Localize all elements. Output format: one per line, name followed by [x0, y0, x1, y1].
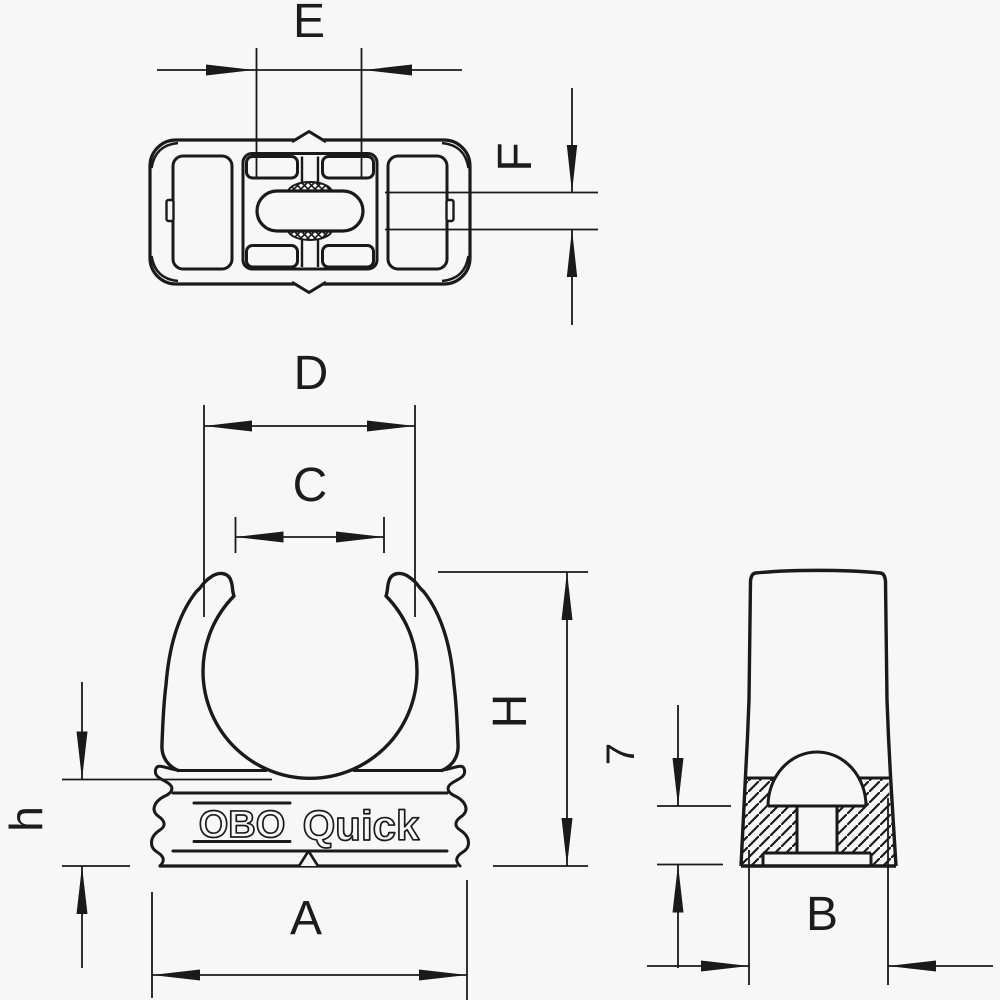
front-view: OBO Quick: [150, 571, 470, 868]
band-right-corrugation: [438, 764, 470, 868]
dim-label-seven: 7: [599, 742, 643, 766]
dimension-e: [157, 48, 462, 177]
dimension-d: [203, 405, 416, 617]
dimension-b: [647, 798, 993, 985]
dim-label-d: D: [293, 347, 329, 400]
dim-label-e: E: [292, 0, 325, 48]
dimension-h-base: [62, 682, 272, 968]
dim-label-h-base: h: [0, 806, 52, 832]
dimension-seven: [657, 705, 731, 968]
left-tab: [165, 198, 175, 223]
dim-label-a: A: [289, 892, 322, 945]
top-view: [148, 130, 472, 294]
band-left-corrugation: [150, 764, 182, 868]
side-view: [739, 568, 898, 868]
brand-quick-text: Quick: [303, 802, 420, 849]
dimension-a: [151, 880, 468, 1000]
dimension-c: [234, 517, 385, 553]
dim-label-f: F: [489, 142, 542, 172]
clip-outline: [160, 571, 460, 780]
brand-obo-text: OBO: [199, 804, 286, 846]
dimension-f: [385, 88, 598, 325]
dim-label-c: C: [292, 459, 328, 512]
dim-label-h-total: H: [484, 693, 537, 729]
screw-dome: [766, 750, 868, 807]
mounting-slot: [255, 189, 365, 233]
side-body-outline: [739, 571, 757, 867]
right-tab: [445, 198, 455, 223]
dimension-h-total: [438, 571, 588, 867]
top-view-outer-body: [148, 138, 472, 286]
dim-label-b: B: [805, 888, 838, 941]
